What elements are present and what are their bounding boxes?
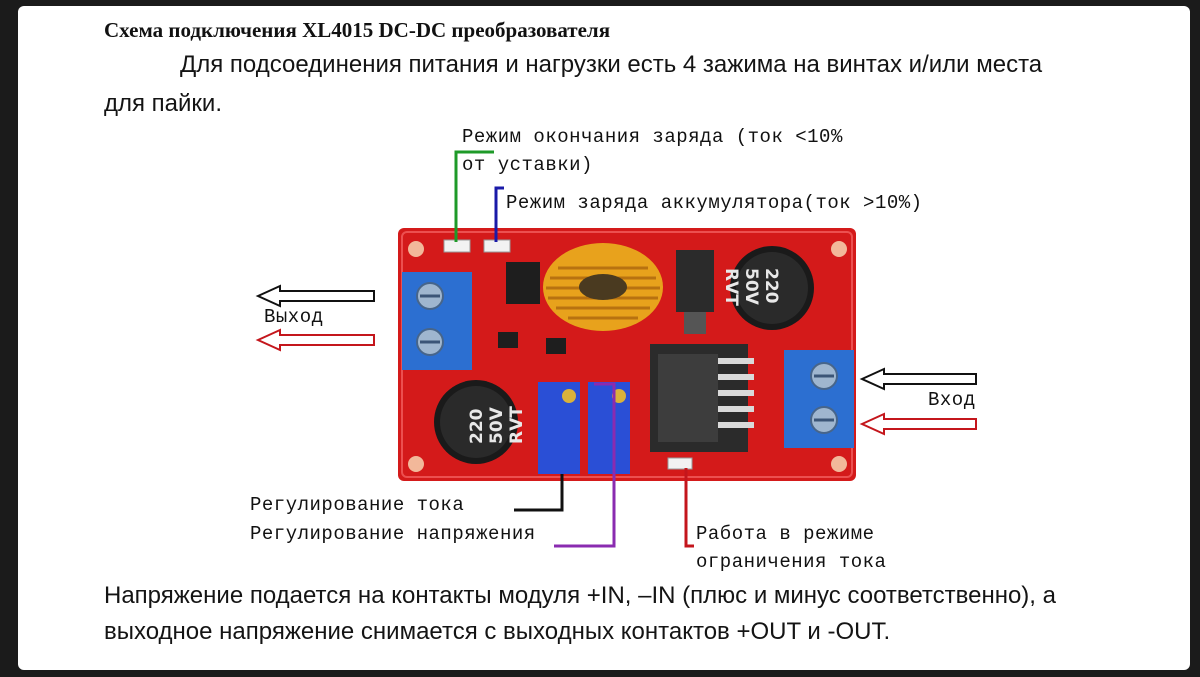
mounting-hole [831, 241, 847, 257]
capacitor-voltage-text: 50V [741, 268, 761, 306]
red-callout-line [684, 468, 694, 548]
mounting-hole [831, 456, 847, 472]
capacitor-voltage-text: 50V [487, 406, 507, 444]
capacitor-value-text: 220 [467, 408, 487, 444]
wiring-diagram: 220 50V RVT 220 50V RVT [255, 150, 977, 548]
green-callout-line [454, 150, 494, 242]
mounting-hole [408, 241, 424, 257]
purple-callout-line [554, 382, 616, 548]
input-arrow-red [859, 412, 977, 436]
label-input: Вход [928, 389, 976, 411]
led-current-limit [667, 457, 693, 470]
schottky-diode [676, 250, 714, 312]
label-charge-end-line-2: от уставки) [462, 154, 593, 176]
capacitor-value-text: 220 [761, 268, 781, 304]
label-current-adjust: Регулирование тока [250, 494, 465, 516]
blue-callout-line [494, 186, 504, 242]
inductor-core [579, 274, 627, 300]
mounting-hole [408, 456, 424, 472]
label-charge-end-line-1: Режим окончания заряда (ток <10% [462, 126, 843, 148]
document-page: Схема подключения XL4015 DC-DC преобразо… [18, 6, 1190, 670]
label-output: Выход [264, 306, 324, 328]
capacitor-brand-text: RVT [721, 268, 741, 306]
black-callout-line [514, 474, 564, 512]
intro-text-line-1: Для подсоединения питания и нагрузки ест… [180, 51, 1043, 78]
label-voltage-adjust: Регулирование напряжения [250, 523, 536, 545]
output-arrow-black [255, 284, 375, 308]
smd-transistor [498, 332, 518, 348]
label-charging-mode: Режим заряда аккумулятора(ток >10%) [506, 192, 923, 214]
smd-transistor [546, 338, 566, 354]
capacitor-brand-text: RVT [507, 406, 527, 444]
footer-text-line-2: выходное напряжение снимается с выходных… [104, 618, 891, 645]
input-arrow-black [859, 367, 977, 391]
label-current-limit-line-2: ограничения тока [696, 551, 887, 573]
output-arrow-red [255, 328, 375, 352]
footer-text-line-1: Напряжение подается на контакты модуля +… [104, 582, 1056, 609]
intro-text-line-2: для пайки. [104, 90, 222, 117]
page-title: Схема подключения XL4015 DC-DC преобразо… [104, 18, 611, 42]
label-current-limit-line-1: Работа в режиме [696, 523, 875, 545]
smd-chip [506, 262, 540, 304]
